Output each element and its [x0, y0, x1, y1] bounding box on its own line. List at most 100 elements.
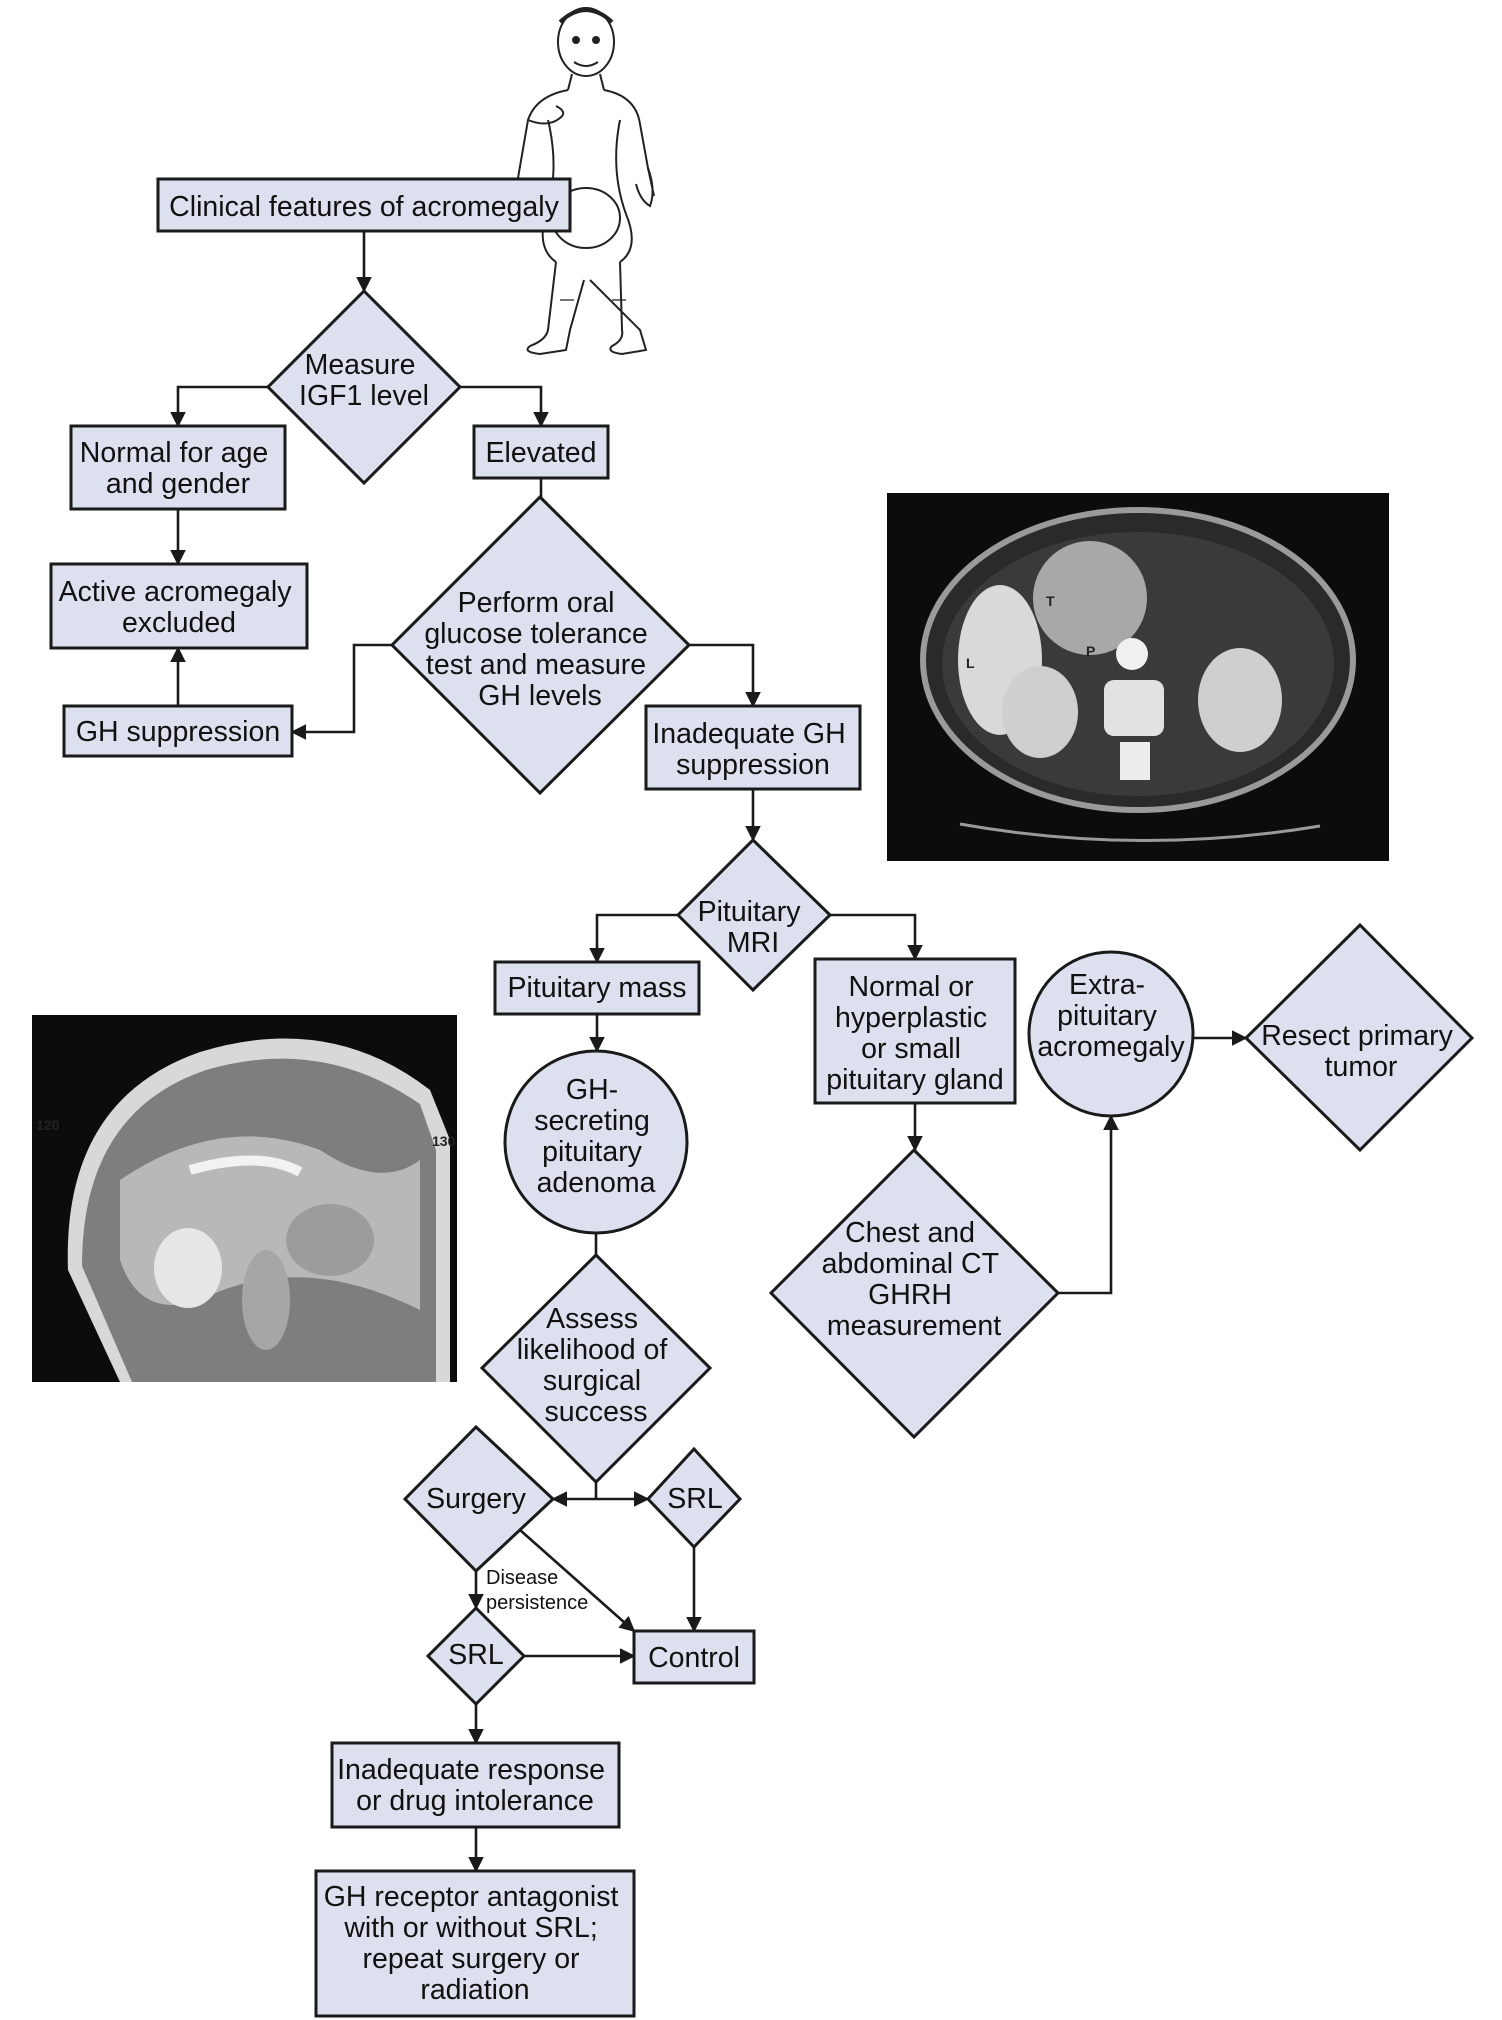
measure-igf1-label-line2: IGF1 level	[299, 380, 429, 412]
disease-persistence-label-line1: Disease	[486, 1567, 558, 1589]
svg-text:Inadequate response or d: Inadequate response or drug intolerance	[337, 1754, 613, 1817]
svg-text:Extra- pituitary a: Extra- pituitary acromegaly	[1037, 969, 1185, 1063]
svg-text:GH suppression: GH suppression	[76, 716, 280, 748]
svg-text:Control: Control	[648, 1642, 740, 1674]
elevated-label: Elevated	[486, 437, 597, 469]
extra-pituitary-label-line2: pituitary	[1057, 1000, 1158, 1032]
svg-text:Resect primary tumor: Resect primary tumor	[1261, 1020, 1461, 1083]
chest-ct-label-line2: abdominal CT	[822, 1248, 999, 1280]
extra-pituitary-circle	[1027, 950, 1195, 1118]
chest-ct-label-line3: GHRH	[868, 1279, 952, 1311]
ogtt-label-line3: test and measure	[426, 649, 646, 681]
control-label: Control	[648, 1642, 740, 1674]
svg-text:GH- secreting pitu: GH- secreting pituitary adenoma	[534, 1074, 658, 1199]
svg-text:Assess likelihood of: Assess likelihood of surgical success	[517, 1303, 675, 1428]
gh-antagonist-label-line2: with or without SRL;	[343, 1912, 597, 1944]
mri-margin-text-right: 130	[432, 1133, 456, 1149]
mri-margin-text-left: 120	[36, 1117, 60, 1133]
svg-text:Normal or hyperplastic: Normal or hyperplastic or small pituitar…	[826, 971, 1003, 1096]
ogtt-diamond	[389, 494, 692, 796]
svg-text:Normal for age and gende: Normal for age and gender	[80, 437, 276, 500]
pituitary-mass-label: Pituitary mass	[508, 972, 687, 1004]
connector-lines	[170, 231, 1248, 1873]
svg-text:Inadequate GH suppressio: Inadequate GH suppression	[652, 718, 853, 781]
normal-gland-label-line1: Normal or	[848, 971, 974, 1003]
gh-suppression-box	[62, 704, 294, 758]
srl-right-diamond	[645, 1446, 743, 1550]
normal-gland-label-line2: hyperplastic	[835, 1002, 987, 1034]
svg-text:Disease persistence: Disease persistence	[486, 1567, 588, 1614]
measure-igf1-label-line1: Measure	[305, 349, 416, 381]
edge-ogtt-to-gh-suppression	[290, 643, 392, 740]
chest-ct-label-line1: Chest and	[845, 1217, 975, 1249]
ogtt-label-line4: GH levels	[478, 680, 602, 712]
edge-mri-to-normal-gland	[830, 913, 923, 961]
resect-tumor-label-line2: tumor	[1325, 1051, 1398, 1083]
edge-ogtt-to-inadequate	[689, 643, 761, 708]
svg-text:Surgery: Surgery	[426, 1483, 527, 1515]
extra-pituitary-label-line3: acromegaly	[1037, 1031, 1185, 1063]
assess-likelihood-label-line4: success	[545, 1396, 648, 1428]
normal-pituitary-gland-box	[813, 957, 1017, 1105]
edge-ct-to-extra	[1058, 1114, 1119, 1295]
pituitary-mri-diamond	[675, 837, 833, 993]
normal-for-age-box	[69, 424, 287, 511]
edge-surgery-to-control	[519, 1529, 636, 1633]
gh-antagonist-label-line4: radiation	[420, 1974, 529, 2006]
inadequate-response-label-line2: or drug intolerance	[356, 1785, 594, 1817]
svg-text:Pituitary MRI: Pituitary MRI	[698, 896, 809, 959]
pituitary-mri-label-line1: Pituitary	[698, 896, 802, 928]
ct-label-tumor: T	[1046, 593, 1055, 609]
normal-for-age-label-line2: and gender	[106, 468, 251, 500]
ct-label-liver: L	[966, 655, 975, 671]
gh-adenoma-label-line1: GH-	[566, 1074, 618, 1106]
srl-right-label: SRL	[667, 1483, 722, 1515]
gh-antagonist-label-line3: repeat surgery or	[363, 1943, 581, 1975]
assess-likelihood-label-line1: Assess	[546, 1303, 638, 1335]
chest-ct-diamond	[768, 1147, 1061, 1440]
inadequate-response-label-line1: Inadequate response	[337, 1754, 605, 1786]
ct-scan-image: T P L	[887, 493, 1389, 861]
svg-text:Elevated: Elevated	[486, 437, 597, 469]
control-box	[632, 1629, 756, 1685]
normal-gland-label-line4: pituitary gland	[826, 1064, 1003, 1096]
srl-lower-label: SRL	[448, 1639, 503, 1671]
gh-antagonist-label-line1: GH receptor antagonist	[324, 1881, 619, 1913]
svg-text:Clinical features of acromegal: Clinical features of acromegaly	[169, 191, 559, 223]
assess-likelihood-label-line2: likelihood of	[517, 1334, 668, 1366]
active-acromegaly-excluded-box	[49, 562, 309, 650]
svg-text:Perform oral glucose tol: Perform oral glucose tolerance test and …	[424, 587, 655, 712]
gh-adenoma-label-line2: secreting	[534, 1105, 650, 1137]
edge-igf1-to-elevated	[460, 385, 549, 428]
active-excluded-label-line1: Active acromegaly	[59, 576, 293, 608]
ct-label-pancreas: P	[1086, 643, 1095, 659]
svg-text:Measure IGF1 level: Measure IGF1 level	[299, 349, 429, 412]
ogtt-label-line2: glucose tolerance	[424, 618, 647, 650]
edge-labels: Disease persistence	[486, 1567, 588, 1614]
gh-adenoma-label-line3: pituitary	[542, 1136, 643, 1168]
gh-adenoma-label-line4: adenoma	[537, 1167, 656, 1199]
inadequate-gh-label-line2: suppression	[676, 749, 830, 781]
chest-ct-label-line4: measurement	[827, 1310, 1001, 1342]
svg-text:Pituitary mass: Pituitary mass	[508, 972, 687, 1004]
svg-text:SRL: SRL	[667, 1483, 722, 1515]
gh-antagonist-box	[314, 1869, 636, 2018]
clinical-features-label: Clinical features of acromegaly	[169, 191, 559, 223]
disease-persistence-label-line2: persistence	[486, 1592, 588, 1614]
resect-tumor-label-line1: Resect primary	[1261, 1020, 1453, 1052]
edge-igf1-to-normal	[170, 385, 268, 428]
elevated-box	[472, 424, 610, 480]
clinical-features-box	[156, 177, 572, 233]
assess-likelihood-diamond	[479, 1252, 713, 1485]
assess-likelihood-label-line3: surgical	[543, 1365, 641, 1397]
inadequate-response-box	[330, 1741, 621, 1829]
surgery-diamond	[402, 1424, 556, 1574]
normal-gland-label-line3: or small	[861, 1033, 961, 1065]
measure-igf1-diamond	[265, 288, 463, 486]
resect-tumor-diamond	[1243, 922, 1475, 1153]
node-labels: Clinical features of acromegaly Measure …	[59, 191, 1461, 2006]
extra-pituitary-label-line1: Extra-	[1069, 969, 1145, 1001]
svg-text:Active acromegaly exclud: Active acromegaly excluded	[59, 576, 300, 639]
inadequate-gh-suppression-box	[644, 704, 862, 791]
edge-mri-to-mass	[589, 913, 678, 964]
